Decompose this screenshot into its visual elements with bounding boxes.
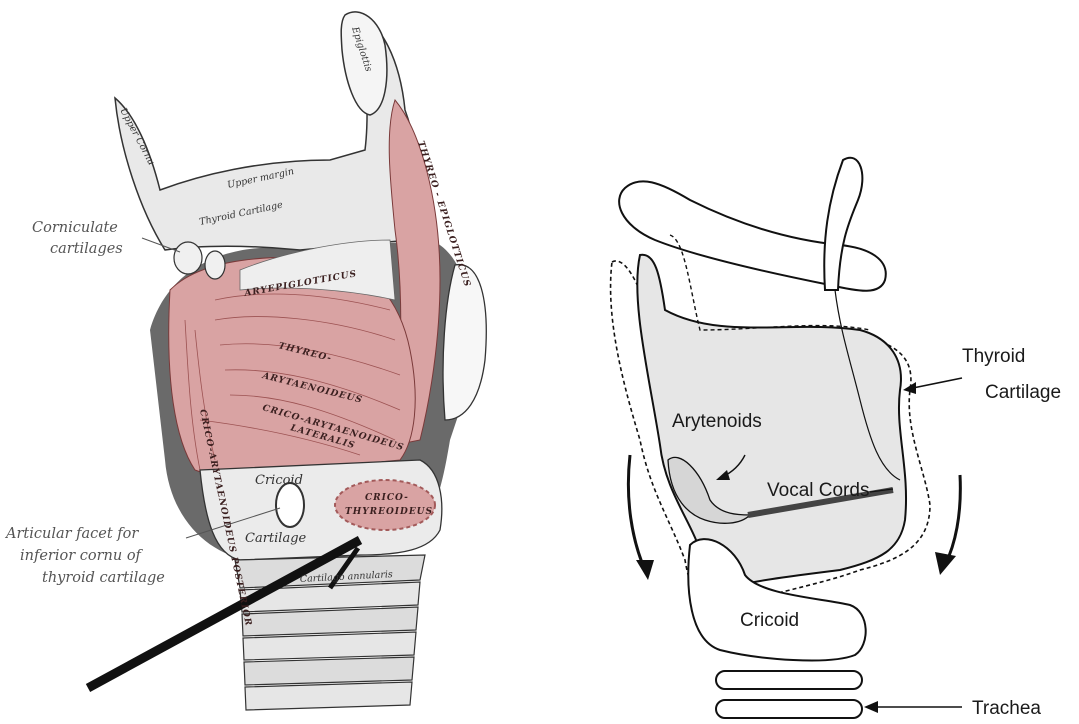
label-crico-thyreoideus-2: THYREOIDEUS [345,507,433,517]
label-thyroid-2: Cartilage [985,382,1061,403]
label-cricoid: Cricoid [255,473,303,488]
crico-thyreoideus-muscle [335,480,435,530]
trachea-ring-1 [716,671,862,689]
articular-facet [276,483,304,527]
label-trachea: Trachea [972,698,1041,719]
larynx-illustration: Corniculate cartilages Articular facet f… [4,12,486,710]
label-crico-thyreoideus-1: CRICO- [365,493,409,503]
label-corniculate-1: Corniculate [32,220,118,236]
label-articular-1: Articular facet for [4,526,139,542]
right-motion-arrow [945,475,960,565]
label-corniculate-2: cartilages [50,241,123,257]
label-cartilage: Cartilage [245,531,307,546]
thyroid-pointer [908,378,962,389]
left-motion-arrowhead [636,560,654,580]
label-articular-2: inferior cornu of [20,548,144,564]
label-vocal-cords: Vocal Cords [767,480,869,501]
trachea-pointer-head [864,701,878,713]
right-motion-arrowhead [935,552,956,575]
label-arytenoids: Arytenoids [672,411,762,432]
label-thyroid-1: Thyroid [962,346,1025,367]
label-cricoid-right: Cricoid [740,610,799,631]
trachea-ring-2 [716,700,862,718]
label-articular-3: thyroid cartilage [42,570,165,586]
larynx-schematic: Arytenoids Vocal Cords Thyroid Cartilage… [611,158,1061,719]
left-motion-arrow [628,455,645,570]
